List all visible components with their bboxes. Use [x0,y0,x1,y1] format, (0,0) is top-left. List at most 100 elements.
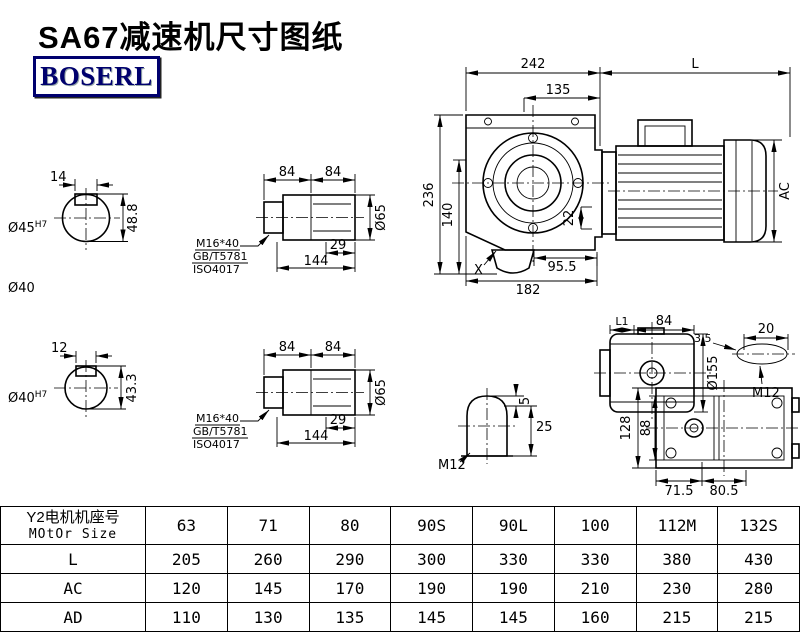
label-m12-thread: M12 [438,458,466,473]
plug-detail-view: 5 25 M12 [438,384,553,473]
table-cell: 330 [472,544,555,574]
dim-3-5: 3.5 [694,332,712,345]
dim-L1: L1 [615,315,628,328]
table-header-row: Y2电机机座号 MOtOr Size 63 71 80 90S 90L 100 … [0,506,800,545]
table-row-AD: AD 110 130 135 145 145 160 215 215 [0,602,800,632]
output-side-view: L1 84 Ø155 3.5 20 M12 [594,314,795,420]
table-cell: 190 [472,573,555,603]
dim-20: 20 [758,322,775,337]
dim-22: 22 [562,210,577,227]
dim-AC: AC [778,182,793,200]
shaft2-keyway [75,365,97,377]
label-bolt: M16*40 [196,237,239,250]
shaft2-side-view: 84 84 29 144 Ø65 M16*40 GB/T5781 ISO4017 [192,340,389,451]
dim-key-width-14: 14 [50,170,67,185]
dim-29: 29 [330,413,347,428]
table-cell: 215 [635,602,719,632]
dim-84: 84 [656,314,673,329]
dim-128: 128 [619,416,634,441]
dim-84a: 84 [279,340,296,355]
motor-fins [618,154,722,228]
page-title: SA67减速机尺寸图纸 [38,20,344,55]
dim-43-3: 43.3 [125,374,140,403]
table-cell: 330 [553,544,637,574]
dim-dia155: Ø155 [706,355,721,390]
table-cell: 135 [308,602,392,632]
shaft2-end-view: 12 Ø40H7 43.3 [8,341,140,418]
motor-dimension-table: Y2电机机座号 MOtOr Size 63 71 80 90S 90L 100 … [0,506,800,632]
size-header-80: 80 [308,506,392,545]
dim-5: 5 [518,397,533,405]
dim-dia65: Ø65 [374,204,389,231]
motor-size-header: Y2电机机座号 MOtOr Size [0,506,146,545]
label-std-iso: ISO4017 [193,438,240,451]
row-label-AC: AC [0,573,146,603]
size-header-132s: 132S [717,506,800,545]
terminal-box [637,119,693,147]
table-cell: 160 [553,602,637,632]
table-row-AC: AC 120 145 170 190 190 210 230 280 [0,573,800,603]
dim-key-width-12: 12 [51,341,68,356]
dim-84a: 84 [279,165,296,180]
label-bolt: M16*40 [196,412,239,425]
dim-140: 140 [441,203,456,228]
plug-detail-dimensions [459,384,537,463]
dim-29: 29 [330,238,347,253]
lower-lug [490,249,536,274]
shaft2-side-dimensions [192,349,375,447]
table-cell: 230 [635,573,719,603]
label-std-gb: GB/T5781 [193,250,248,263]
housing-outline [465,114,603,251]
table-cell: 280 [717,573,800,603]
size-header-100: 100 [553,506,637,545]
side-view-dimensions [609,325,708,413]
shaft1-end-dimensions [59,179,128,242]
label-dia45h7: Ø45H7 [8,220,47,236]
dim-88: 88 [639,420,654,437]
output-flange-circle [482,132,584,234]
bolt-end [263,201,284,234]
table-cell: 120 [145,573,228,603]
dim-242: 242 [521,57,546,72]
shaft1-keyway [74,193,98,206]
table-cell: 145 [226,573,310,603]
table-cell: 190 [390,573,473,603]
shaft2-end-dimensions [60,351,126,410]
table-cell: 290 [308,544,392,574]
table-cell: 145 [472,602,555,632]
dim-L: L [691,57,699,72]
table-cell: 260 [226,544,310,574]
bottom-view: 128 88 71.5 80.5 [619,380,800,499]
bottom-view-dimensions [632,387,747,486]
label-m12: M12 [752,386,780,401]
dim-84b: 84 [325,165,342,180]
row-label-AD: AD [0,602,146,632]
table-cell: 380 [635,544,719,574]
technical-drawing: 14 Ø45H7 48.8 Ø40 12 Ø40H7 43.3 [8,57,800,499]
size-header-63: 63 [145,506,228,545]
table-cell: 215 [717,602,800,632]
table-cell: 145 [390,602,473,632]
label-std-gb: GB/T5781 [193,425,248,438]
size-header-71: 71 [226,506,310,545]
table-cell: 170 [308,573,392,603]
dim-236: 236 [422,183,437,208]
shaft1-side-view: 84 84 29 144 Ø65 M16*40 GB/T5781 ISO4017 [192,165,389,276]
dim-71-5: 71.5 [665,484,694,499]
table-cell: 130 [226,602,310,632]
table-cell: 210 [553,573,637,603]
input-shaft-circle [639,360,665,386]
label-std-iso: ISO4017 [193,263,240,276]
table-cell: 205 [145,544,228,574]
motor-flange [601,151,617,235]
dim-80-5: 80.5 [710,484,739,499]
plug-dimensions [712,334,789,385]
dim-dia65: Ø65 [374,379,389,406]
dim-144: 144 [304,254,329,269]
table-cell: 430 [717,544,800,574]
shaft1-end-view: 14 Ø45H7 48.8 Ø40 [8,170,141,296]
logo-text: BOSERL [40,61,153,91]
mark-x: X [474,263,483,278]
header-text-cn: Y2电机机座号 [26,509,120,526]
